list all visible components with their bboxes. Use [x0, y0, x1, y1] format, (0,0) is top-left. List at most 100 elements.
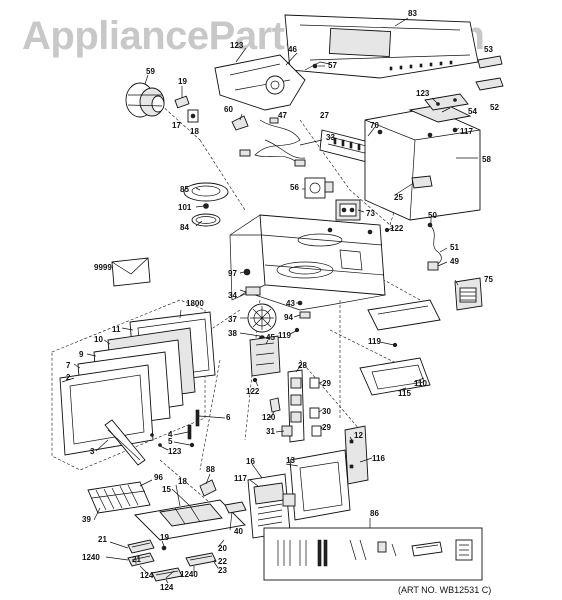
- callout-33: 33: [326, 133, 335, 142]
- callout-21: 21: [98, 535, 107, 544]
- callout-117-b: 117: [234, 474, 247, 483]
- callout-45: 45: [266, 333, 275, 342]
- callout-124-b: 124: [160, 583, 174, 592]
- callout-34: 34: [228, 291, 237, 300]
- callout-59: 59: [146, 67, 155, 76]
- callout-58: 58: [482, 155, 491, 164]
- callout-124: 124: [140, 571, 154, 580]
- callout-20: 20: [218, 544, 227, 553]
- transformer-75: [454, 277, 483, 311]
- callout-86: 86: [370, 509, 379, 518]
- grille-trim-pieces: [475, 55, 504, 91]
- hardware-kit: [263, 527, 483, 581]
- callout-101: 101: [178, 203, 192, 212]
- callout-38: 38: [228, 329, 237, 338]
- interlock-bracket: [281, 369, 305, 443]
- door-switches: [309, 377, 322, 437]
- callout-115: 115: [398, 389, 411, 398]
- wire-clip: [231, 115, 249, 131]
- callout-3: 3: [90, 447, 95, 456]
- callout-73: 73: [366, 209, 375, 218]
- callout-97: 97: [228, 269, 237, 278]
- bracket-88: [199, 479, 217, 497]
- bottom-plate: [359, 357, 431, 396]
- callout-30: 30: [322, 407, 331, 416]
- callout-83: 83: [408, 9, 417, 18]
- callout-123-c: 123: [168, 447, 182, 456]
- callout-4: 4: [168, 430, 173, 439]
- callout-29: 29: [322, 379, 331, 388]
- callout-47: 47: [278, 111, 287, 120]
- callout-46: 46: [288, 45, 297, 54]
- callout-122: 122: [390, 224, 404, 233]
- callout-84: 84: [180, 223, 189, 232]
- lever-120: [269, 397, 281, 413]
- bottom-cover: [134, 499, 247, 541]
- callout-37: 37: [228, 315, 237, 324]
- callout-94: 94: [284, 313, 293, 322]
- callout-18: 18: [190, 127, 199, 136]
- callout-96: 96: [154, 473, 163, 482]
- callout-11: 11: [112, 325, 121, 334]
- callout-19-b: 19: [160, 533, 169, 542]
- callout-110: 110: [414, 379, 427, 388]
- callout-9999: 9999: [94, 263, 112, 272]
- top-bracket: [424, 93, 469, 111]
- callout-6: 6: [226, 413, 231, 422]
- callout-123-b: 123: [416, 89, 430, 98]
- fuse-wiring: [427, 222, 442, 271]
- callout-117: 117: [460, 127, 473, 136]
- leader-lines: [61, 17, 478, 584]
- callout-120: 120: [262, 413, 276, 422]
- door-assembly: [51, 299, 216, 471]
- bracket-45: [249, 335, 281, 377]
- callout-21-b: 21: [132, 555, 141, 564]
- wire-rack: [87, 481, 151, 514]
- callout-57: 57: [328, 61, 337, 70]
- callout-123: 123: [230, 41, 244, 50]
- callout-28: 28: [298, 361, 307, 370]
- callout-70: 70: [370, 121, 379, 130]
- callout-7: 7: [66, 361, 71, 370]
- wire-harness: [239, 117, 306, 167]
- door-hinge-parts: [150, 409, 200, 448]
- callout-119-b: 119: [368, 337, 381, 346]
- blower-housing: [214, 54, 331, 111]
- callout-85: 85: [180, 185, 189, 194]
- top-vent-grille: [284, 14, 479, 79]
- callout-40: 40: [234, 527, 243, 536]
- callout-43: 43: [286, 299, 295, 308]
- callout-15: 15: [162, 485, 171, 494]
- callout-122-b: 122: [246, 387, 260, 396]
- callout-27: 27: [320, 111, 329, 120]
- callout-10: 10: [94, 335, 103, 344]
- callout-25: 25: [394, 193, 403, 202]
- callout-18-b: 18: [178, 477, 187, 486]
- callout-52: 52: [490, 103, 499, 112]
- thermal-cutout: [174, 95, 199, 123]
- switch-assembly-56: [304, 177, 334, 199]
- waveguide-cover: [367, 299, 441, 331]
- callout-19: 19: [178, 77, 187, 86]
- callout-labels: 83 123 46 57 53 52 59 19 17 18 60 47 27 …: [66, 9, 499, 592]
- relay-block-73: [335, 199, 361, 221]
- turntable-parts: [183, 182, 229, 227]
- callout-56: 56: [290, 183, 299, 192]
- callout-50: 50: [428, 211, 437, 220]
- callout-119: 119: [278, 331, 291, 340]
- control-panel-assembly: [247, 425, 369, 539]
- callout-2: 2: [66, 373, 71, 382]
- callout-51: 51: [450, 243, 459, 252]
- callout-54: 54: [468, 107, 477, 116]
- callout-29-b: 29: [322, 423, 331, 432]
- fan-motor: [125, 82, 165, 118]
- oven-cavity: [229, 214, 386, 311]
- callout-22: 22: [218, 557, 227, 566]
- outer-case-box: [364, 103, 481, 221]
- manual-envelope: [111, 257, 151, 287]
- callout-1240-b: 1240: [180, 570, 198, 579]
- callout-5: 5: [168, 437, 173, 446]
- callout-31: 31: [266, 427, 275, 436]
- art-number: (ART NO. WB12531 C): [398, 585, 492, 595]
